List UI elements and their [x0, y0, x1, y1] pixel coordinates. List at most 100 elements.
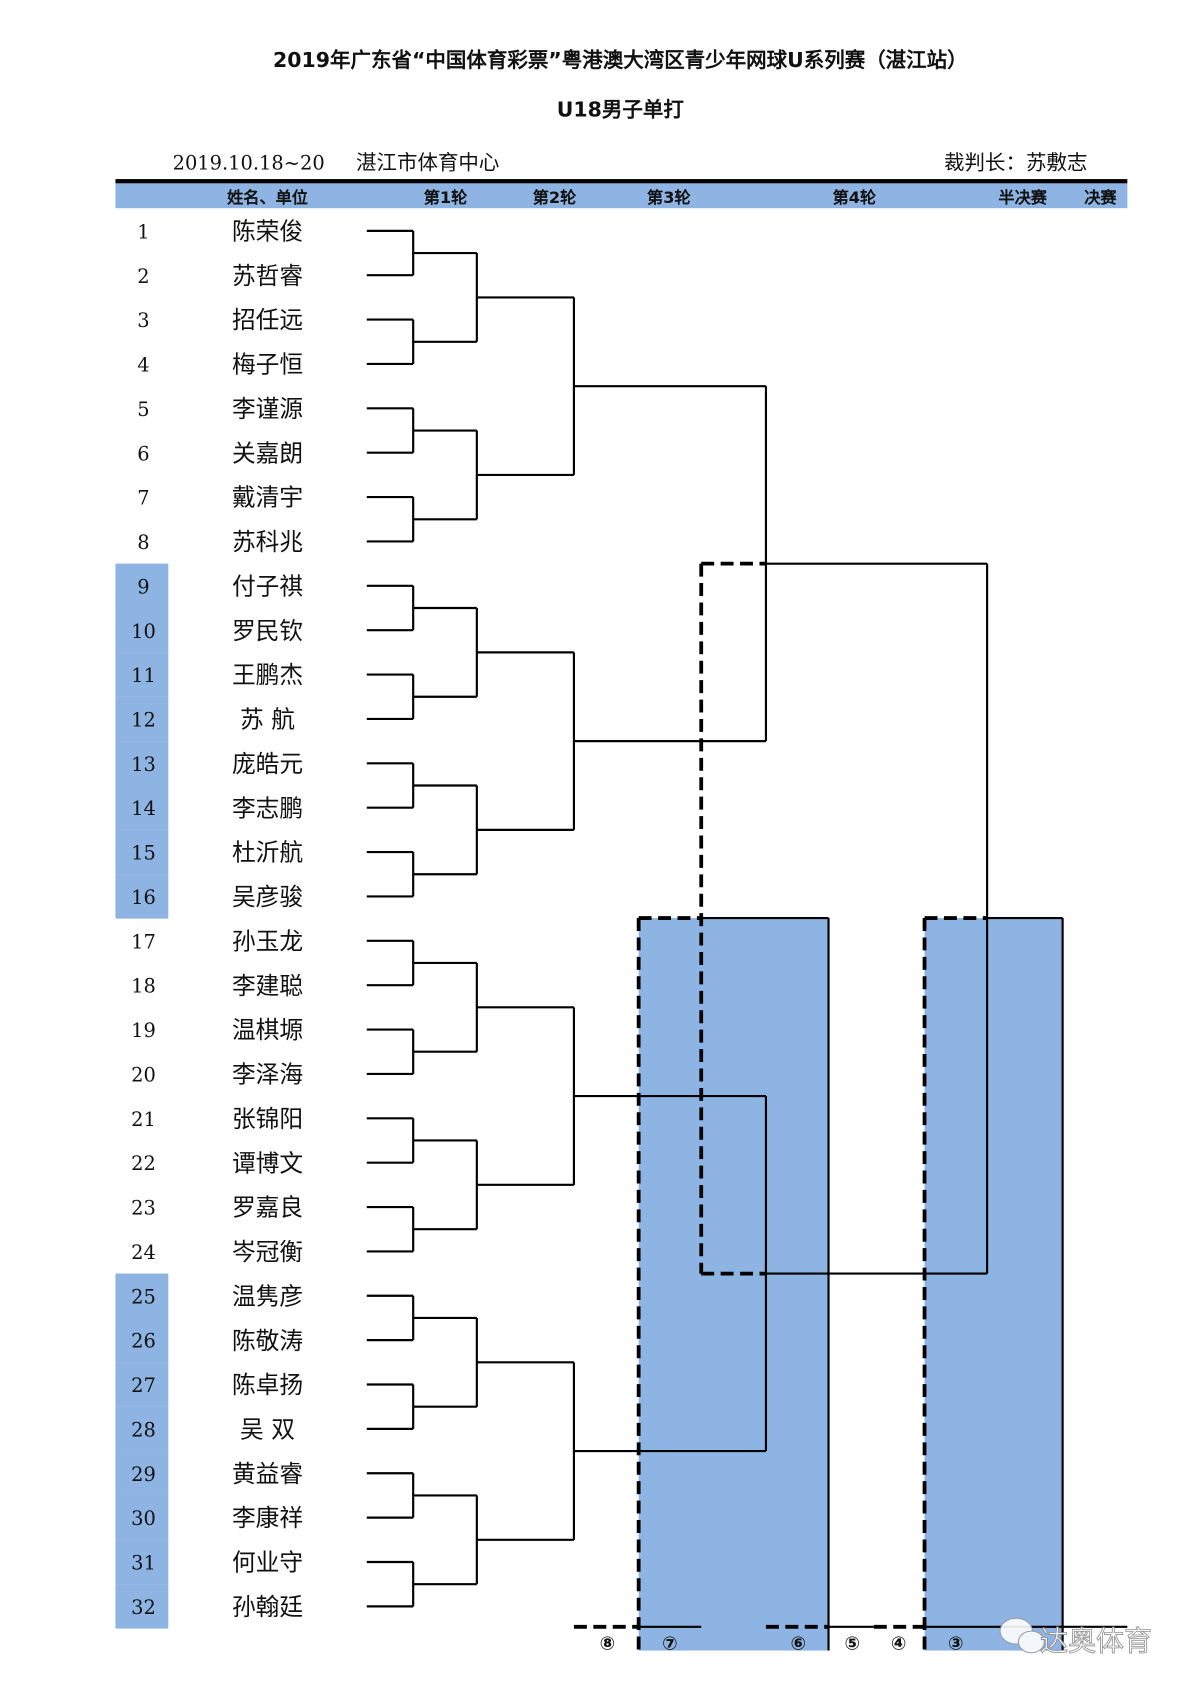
player-name: 庞皓元	[232, 750, 303, 778]
placing-box-left	[638, 918, 829, 1651]
player-name: 吴 双	[240, 1416, 295, 1444]
row-highlight	[115, 563, 169, 609]
seed-number: 3	[137, 309, 149, 332]
seed-number: 21	[131, 1108, 156, 1131]
player-name: 孙翰廷	[232, 1593, 303, 1621]
row-highlight	[115, 1362, 169, 1407]
seed-number: 13	[131, 753, 156, 776]
player-name: 李建聪	[232, 972, 303, 1000]
row-highlight	[115, 785, 169, 830]
player-name: 陈敬涛	[232, 1327, 303, 1355]
seed-number: 5	[137, 398, 149, 421]
placing-box-right	[924, 918, 1063, 1651]
player-name: 陈卓扬	[232, 1371, 303, 1399]
seed-number: 20	[131, 1063, 156, 1086]
event-subtitle: U18男子单打	[557, 98, 685, 122]
seed-number: 17	[131, 930, 156, 953]
header-final: 决赛	[1084, 188, 1117, 207]
seed-number: 8	[137, 531, 149, 554]
seed-number: 19	[131, 1019, 156, 1042]
seed-number: 26	[131, 1330, 156, 1353]
placing-label: ⑥	[791, 1633, 807, 1654]
placing-label: ⑧	[600, 1633, 616, 1654]
row-highlight	[115, 829, 169, 875]
player-name: 苏科兆	[232, 528, 303, 556]
seed-number: 10	[131, 620, 156, 643]
seed-number: 1	[137, 220, 149, 243]
row-highlight	[115, 1495, 169, 1540]
document-title: 2019年广东省“中国体育彩票”粤港澳大湾区青少年网球U系列赛（湛江站）	[273, 48, 968, 72]
row-highlight	[115, 1273, 169, 1318]
row-highlight	[115, 1539, 169, 1585]
seed-number: 28	[131, 1418, 156, 1441]
watermark-text: 达奥体育	[1040, 1625, 1152, 1658]
seed-number: 27	[131, 1374, 156, 1397]
header-name-unit: 姓名、单位	[227, 188, 308, 207]
player-name: 孙玉龙	[232, 927, 303, 955]
row-highlight	[115, 1584, 169, 1629]
player-name: 罗嘉良	[232, 1194, 303, 1222]
player-name: 李谨源	[232, 395, 303, 423]
event-date: 2019.10.18~20	[173, 151, 325, 174]
header-semifinal: 半决赛	[998, 188, 1047, 207]
row-highlight	[115, 1406, 169, 1452]
player-name: 李康祥	[232, 1504, 303, 1532]
player-name: 温隽彦	[232, 1282, 303, 1310]
player-name: 苏 航	[240, 706, 295, 734]
seed-number: 11	[131, 664, 156, 687]
seed-number: 12	[131, 708, 156, 731]
seed-number: 4	[137, 354, 149, 377]
seed-number: 30	[131, 1507, 156, 1530]
row-highlight	[115, 1451, 169, 1496]
placing-label: ③	[948, 1633, 964, 1654]
header-round1: 第1轮	[424, 188, 468, 207]
player-name: 谭博文	[232, 1149, 303, 1177]
event-venue: 湛江市体育中心	[356, 150, 499, 174]
player-name: 杜沂航	[232, 839, 303, 867]
player-name: 黄益睿	[232, 1460, 303, 1488]
referee: 裁判长：苏敷志	[944, 150, 1087, 174]
row-highlight	[115, 652, 169, 697]
seed-number: 22	[131, 1152, 156, 1175]
player-name: 戴清宇	[232, 484, 303, 512]
row-highlight	[115, 741, 169, 786]
seed-number: 18	[131, 975, 156, 998]
header-band	[115, 183, 1128, 209]
row-highlight	[115, 1317, 169, 1363]
seed-number: 9	[137, 575, 149, 598]
player-name: 苏哲睿	[232, 262, 303, 290]
player-name: 张锦阳	[232, 1105, 303, 1133]
player-name: 梅子恒	[232, 351, 303, 379]
seed-number: 32	[131, 1596, 156, 1619]
row-highlight	[115, 607, 169, 653]
seed-number: 7	[137, 487, 149, 510]
seed-number: 24	[131, 1241, 156, 1264]
placing-label: ⑦	[662, 1633, 678, 1654]
player-name: 罗民钦	[232, 617, 303, 645]
player-name: 付子祺	[232, 572, 303, 600]
player-name: 陈荣俊	[232, 217, 303, 245]
seed-number: 25	[131, 1285, 156, 1308]
header-round3: 第3轮	[647, 188, 691, 207]
row-highlight	[115, 874, 169, 919]
seed-number: 15	[131, 842, 156, 865]
bracket-lines	[366, 229, 1128, 1651]
player-name: 关嘉朗	[232, 439, 303, 467]
seed-number: 29	[131, 1463, 156, 1486]
wechat-icon-bubble	[1017, 1630, 1045, 1654]
player-name: 李志鹏	[232, 794, 303, 822]
seed-number: 23	[131, 1197, 156, 1220]
header-round2: 第2轮	[533, 188, 577, 207]
watermark: 达奥体育	[999, 1617, 1153, 1658]
header-rule	[115, 179, 1128, 184]
player-name: 何业守	[232, 1549, 303, 1577]
player-name: 温棋塬	[232, 1016, 303, 1044]
seed-number: 14	[131, 797, 156, 820]
player-name: 吴彦骏	[232, 883, 303, 911]
player-name: 李泽海	[232, 1061, 303, 1089]
placing-label: ④	[891, 1633, 907, 1654]
player-name: 王鹏杰	[232, 661, 303, 689]
